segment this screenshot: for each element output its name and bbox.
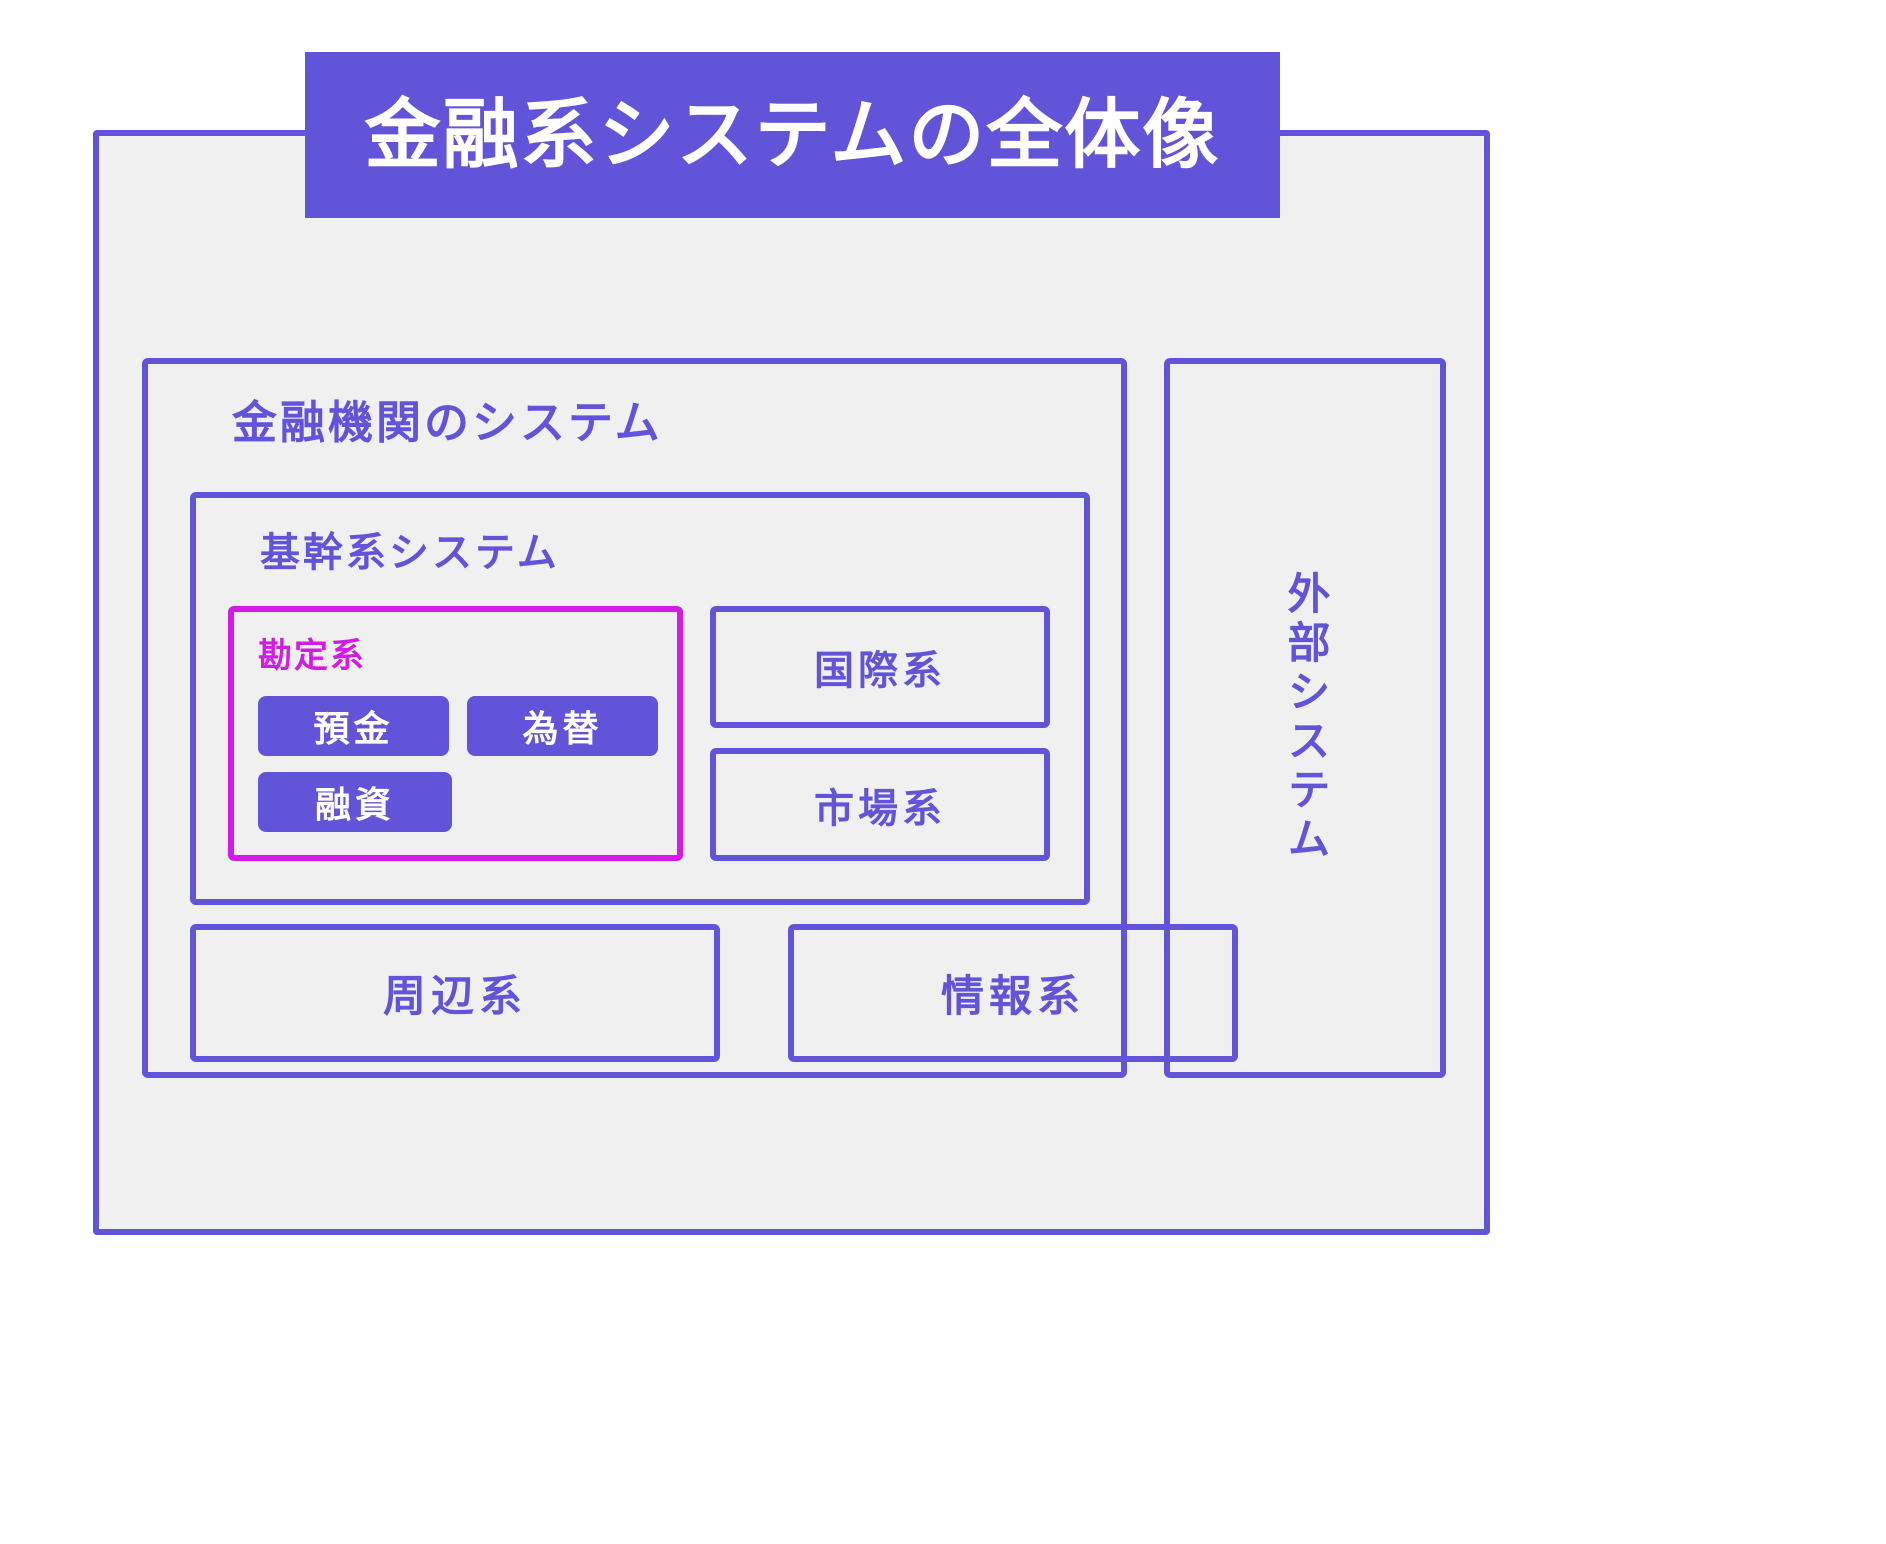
accounting-item-exchange[interactable]: 為替 xyxy=(467,696,658,756)
accounting-item-deposit[interactable]: 預金 xyxy=(258,696,449,756)
accounting-system-box: 勘定系 預金 為替 融資 xyxy=(228,606,683,861)
page-title: 金融系システムの全体像 xyxy=(364,90,1221,179)
outer-frame: 金融機関のシステム 基幹系システム 勘定系 預金 為替 融資 xyxy=(93,130,1490,1235)
accounting-items: 預金 為替 融資 xyxy=(258,696,658,848)
accounting-item-loan[interactable]: 融資 xyxy=(258,772,452,832)
external-system-box[interactable]: 外部システム xyxy=(1164,358,1446,1078)
information-system-label: 情報系 xyxy=(941,972,1085,1022)
institution-system-label: 金融機関のシステム xyxy=(232,396,663,449)
institution-system-box: 金融機関のシステム 基幹系システム 勘定系 預金 為替 融資 xyxy=(142,358,1238,1078)
title-banner: 金融系システムの全体像 xyxy=(305,52,1280,218)
international-system-box[interactable]: 国際系 xyxy=(710,606,1050,728)
market-system-box[interactable]: 市場系 xyxy=(710,748,1050,861)
accounting-items-row-2: 融資 xyxy=(258,772,658,832)
peripheral-system-label: 周辺系 xyxy=(383,972,527,1022)
information-system-box[interactable]: 情報系 xyxy=(788,924,1238,1062)
accounting-items-row-1: 預金 為替 xyxy=(258,696,658,756)
international-system-label: 国際系 xyxy=(814,648,946,694)
accounting-system-label: 勘定系 xyxy=(258,636,366,676)
market-system-label: 市場系 xyxy=(814,785,946,832)
external-system-label: 外部システム xyxy=(1280,571,1330,865)
core-system-box: 基幹系システム 勘定系 預金 為替 融資 xyxy=(190,492,1090,905)
core-system-label: 基幹系システム xyxy=(260,530,560,576)
peripheral-system-box[interactable]: 周辺系 xyxy=(190,924,720,1062)
